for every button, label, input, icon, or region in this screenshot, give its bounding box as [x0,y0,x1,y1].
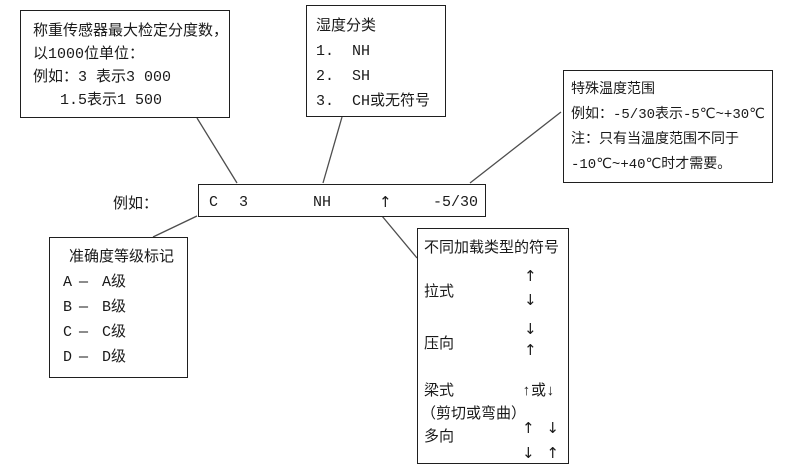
accuracy-class-box: 准确度等级标记 A — A级 B — B级 C — C级 D — D级 [49,237,188,378]
temperature-line-4: -10℃~+40℃时才需要。 [571,157,732,173]
connector-accuracy [152,215,198,238]
accuracy-value: A级 [102,274,127,291]
accuracy-item: C — C级 [63,320,187,345]
humidity-item-value: SH [352,68,371,85]
temperature-title: 特殊温度范围 [571,82,655,98]
beam-sublabel: （剪切或弯曲） [421,406,527,423]
multi-arrows-row-bottom-icon: ↓ ↑ [522,444,559,462]
accuracy-code: A [63,274,73,291]
accuracy-code: D [63,349,73,366]
tension-up-arrow-icon: ↑ [524,267,537,285]
humidity-item-num: 3. [316,93,335,110]
humidity-item-num: 1. [316,43,335,60]
multi-direction-label: 多向 [424,429,455,446]
connector-humidity [322,116,343,184]
loading-types-box: 不同加载类型的符号 拉式 ↑ ↓ 压向 ↓ ↑ 梁式 ↑或↓ （剪切或弯曲） 多… [417,228,569,464]
accuracy-item: D — D级 [63,345,187,370]
accuracy-dash: — [79,299,89,316]
example-label: 例如： [113,196,159,213]
connector-loading [381,215,418,259]
compression-up-arrow-icon: ↑ [524,341,537,359]
code-temperature-range: -5/30 [433,194,479,211]
temperature-range-box: 特殊温度范围 例如：-5/30表示-5℃~+30℃ 注：只有当温度范围不同于 -… [563,70,773,183]
temperature-line-3: 注：只有当温度范围不同于 [571,132,739,148]
connector-divisions [196,117,238,184]
humidity-item-num: 2. [316,68,335,85]
code-divisions: 3 [239,194,249,211]
tension-down-arrow-icon: ↓ [524,291,537,309]
connector-temperature [469,111,562,184]
accuracy-item: B — B级 [63,295,187,320]
humidity-item: 2. SH [316,64,445,89]
accuracy-title: 准确度等级标记 [69,249,175,266]
accuracy-value: C级 [102,324,127,341]
compression-down-arrow-icon: ↓ [524,320,537,338]
accuracy-value: D级 [102,349,127,366]
divisions-line-4: 1.5表示1 500 [60,92,163,109]
humidity-item: 3. CH或无符号 [316,89,445,114]
accuracy-dash: — [79,274,89,291]
humidity-item-value: NH [352,43,371,60]
beam-label: 梁式 [424,383,455,400]
humidity-item-value: CH或无符号 [352,93,431,110]
divisions-note-box: 称重传感器最大检定分度数， 以1000位单位： 例如：3 表示3 000 1.5… [20,10,230,118]
humidity-class-box: 湿度分类 1. NH 2. SH 3. CH或无符号 [306,5,446,117]
multi-arrows-row-top-icon: ↑ ↓ [522,419,559,437]
beam-arrows-symbol: ↑或↓ [522,383,556,400]
code-loading-arrow: ↑ [379,193,392,211]
accuracy-code: B [63,299,73,316]
accuracy-dash: — [79,349,89,366]
divisions-line-3: 例如：3 表示3 000 [33,69,172,86]
code-accuracy-class: C [209,194,219,211]
designation-code-box: C 3 NH ↑ -5/30 [198,184,486,217]
loading-title: 不同加载类型的符号 [424,240,560,257]
humidity-item: 1. NH [316,39,445,64]
humidity-title: 湿度分类 [316,18,377,35]
accuracy-code: C [63,324,73,341]
code-humidity: NH [313,194,332,211]
accuracy-dash: — [79,324,89,341]
divisions-line-1: 称重传感器最大检定分度数， [33,23,229,40]
divisions-line-2: 以1000位单位： [33,46,145,63]
accuracy-item: A — A级 [63,270,187,295]
temperature-line-2: 例如：-5/30表示-5℃~+30℃ [571,107,765,123]
accuracy-value: B级 [102,299,127,316]
compression-label: 压向 [424,336,455,353]
tension-label: 拉式 [424,284,455,301]
